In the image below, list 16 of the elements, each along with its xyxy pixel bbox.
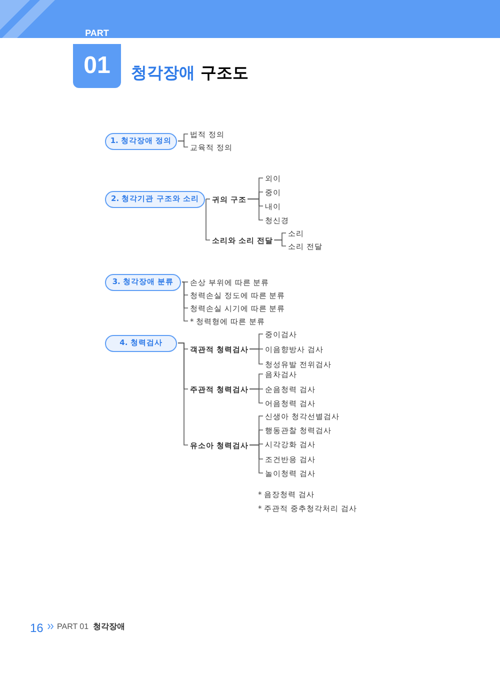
part-label: PART (84, 27, 110, 40)
part-number: 01 (84, 51, 110, 81)
bracket-line (249, 444, 264, 474)
page-number: 16 (30, 620, 44, 637)
bracket-line (178, 342, 188, 446)
bracket-line (247, 198, 264, 220)
bracket-line (178, 140, 188, 148)
bracket-line (249, 388, 264, 404)
bracket-line (274, 240, 286, 246)
bracket-line (249, 348, 264, 364)
page-title: 청각장애 구조도 (131, 62, 249, 84)
bracket-line (182, 282, 188, 322)
bracket-line (206, 198, 210, 240)
footer-chapter: 청각장애 (93, 621, 125, 633)
footer-part: PART 01 (57, 621, 89, 633)
bracket-line (206, 198, 210, 200)
